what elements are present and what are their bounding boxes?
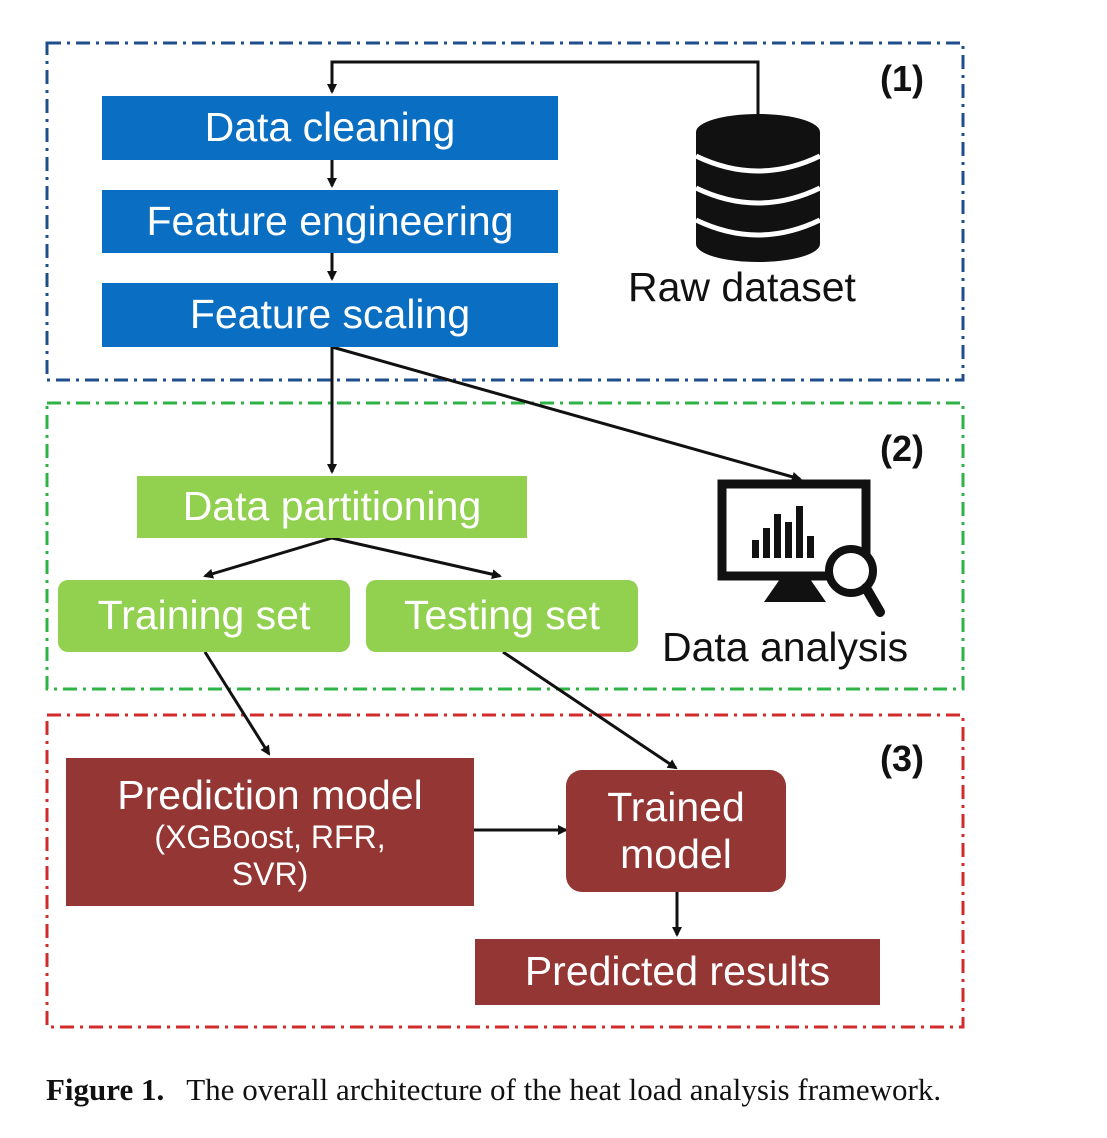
arrow-training-to-model xyxy=(203,651,271,756)
section-3-frame xyxy=(45,713,965,1029)
figure-label: Figure 1. xyxy=(46,1072,165,1107)
data-analysis-label: Data analysis xyxy=(662,624,909,670)
data-cleaning-box: Data cleaning xyxy=(102,96,558,160)
predicted-results-box: Predicted results xyxy=(475,939,880,1005)
section-1-frame xyxy=(45,41,965,382)
trained-model-line1: Trained xyxy=(607,783,745,830)
feature-engineering-box: Feature engineering xyxy=(102,190,558,253)
prediction-model-title: Prediction model xyxy=(117,771,423,818)
monitor-chart-magnifier-icon xyxy=(717,479,885,617)
trained-model-line2: model xyxy=(620,831,732,877)
training-set-box: Training set xyxy=(58,580,350,652)
section-2-label: (2) xyxy=(880,428,924,469)
caption-text: The overall architecture of the heat loa… xyxy=(186,1072,942,1107)
arrow-partitioning-to-testing xyxy=(331,536,502,580)
feature-scaling-box: Feature scaling xyxy=(102,283,558,347)
figure-caption: Figure 1. The overall architecture of the… xyxy=(46,1072,941,1108)
testing-set-box: Testing set xyxy=(366,580,638,652)
arrow-raw-to-cleaning xyxy=(327,60,760,115)
arrow-partitioning-to-training xyxy=(203,536,333,579)
prediction-model-box: Prediction model (XGBoost, RFR, SVR) xyxy=(66,758,474,906)
data-partitioning-box: Data partitioning xyxy=(137,476,527,538)
section-3-label: (3) xyxy=(880,738,924,779)
database-icon xyxy=(694,114,822,262)
section-2-frame xyxy=(45,401,965,691)
arrow-testing-to-trained xyxy=(502,650,678,770)
section-1-label: (1) xyxy=(880,58,924,99)
raw-dataset-label: Raw dataset xyxy=(628,264,856,310)
prediction-model-algorithms-line2: SVR) xyxy=(231,855,309,892)
trained-model-box: Trained model xyxy=(566,770,786,892)
arrow-scaling-to-analysis xyxy=(331,345,802,482)
prediction-model-algorithms-line1: (XGBoost, RFR, xyxy=(154,818,386,855)
